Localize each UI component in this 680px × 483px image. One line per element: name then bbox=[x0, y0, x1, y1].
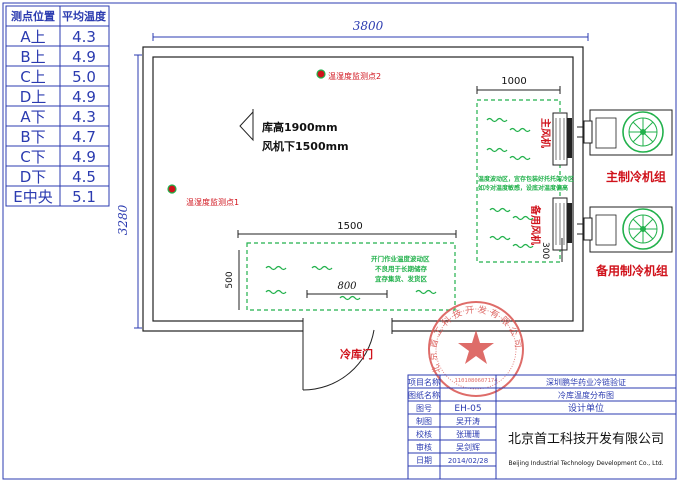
seal-number: 1101080607174 bbox=[454, 378, 498, 384]
table-temp-cell: 4.3 bbox=[72, 28, 96, 46]
table-position-cell: E中央 bbox=[13, 188, 52, 206]
airflow-wave bbox=[486, 117, 508, 123]
tb-project-label: 项目名称 bbox=[408, 377, 440, 387]
title-block bbox=[407, 374, 677, 480]
svg-text:开门作业温度波动区: 开门作业温度波动区 bbox=[371, 254, 430, 263]
airflow-wave bbox=[265, 265, 287, 271]
airflow-wave bbox=[339, 295, 361, 301]
tb-company-en: Beijing Industrial Technology Developmen… bbox=[508, 460, 663, 467]
airflow-wave bbox=[489, 235, 511, 241]
main-fan-label: 主风机 bbox=[539, 118, 552, 148]
backup-fan bbox=[552, 197, 572, 251]
tb-drawing-label: 图纸名称 bbox=[408, 390, 440, 400]
airflow-wave bbox=[486, 147, 508, 153]
tb-checked-label: 校核 bbox=[416, 429, 432, 439]
tb-drawn-label: 制图 bbox=[416, 416, 432, 426]
door-swing-arc bbox=[302, 326, 375, 391]
door-zone-notes: 开门作业温度波动区 不良用于长期储存 宜存集货、发货区 bbox=[371, 254, 430, 283]
sensor-2-label: 温湿度监测点2 bbox=[328, 71, 381, 81]
dim-800-label: 800 bbox=[337, 281, 357, 292]
dim-width-label: 3800 bbox=[353, 19, 384, 33]
airflow-wave bbox=[311, 265, 333, 271]
table-temp-cell: 4.9 bbox=[72, 88, 96, 106]
airflow-wave bbox=[415, 289, 437, 295]
backup-fan-label: 备用风机 bbox=[529, 204, 542, 245]
airflow-wave bbox=[509, 155, 531, 161]
dim-height-label: 3280 bbox=[116, 204, 130, 235]
table-temp-cell: 4.9 bbox=[72, 148, 96, 166]
tb-date-value: 2014/02/28 bbox=[448, 457, 488, 465]
airflow-wave bbox=[265, 289, 287, 295]
tb-checked-value: 张珊珊 bbox=[456, 430, 480, 439]
tb-project-value: 深圳鹏华药业冷链验证 bbox=[546, 377, 626, 387]
airflow-wave bbox=[509, 127, 531, 133]
table-header-position: 测点位置 bbox=[11, 9, 55, 23]
backup-refrigeration-unit bbox=[577, 206, 673, 253]
tb-design-unit-label: 设计单位 bbox=[568, 402, 604, 414]
tb-date-label: 日期 bbox=[416, 456, 432, 465]
main-fan bbox=[552, 112, 572, 166]
dim-500-label: 500 bbox=[225, 271, 235, 288]
door-label: 冷库门 bbox=[340, 347, 373, 361]
main-refrigeration-unit bbox=[577, 109, 673, 156]
table-temp-cell: 5.1 bbox=[72, 188, 96, 206]
table-position-cell: D上 bbox=[20, 88, 47, 106]
fan-zone-notes: 温度波动区，宜存包装好托托架冷区 如冷对温度敏感，设底对温度偏高 bbox=[478, 175, 574, 192]
dim-300-label: 300 bbox=[540, 242, 550, 259]
dim-1500-label: 1500 bbox=[337, 221, 362, 232]
table-temp-cell: 4.3 bbox=[72, 108, 96, 126]
backup-unit-label: 备用制冷机组 bbox=[595, 263, 668, 278]
table-position-cell: B上 bbox=[20, 48, 45, 66]
dim-1000-label: 1000 bbox=[501, 76, 526, 87]
svg-text:宜存集货、发货区: 宜存集货、发货区 bbox=[375, 274, 428, 283]
tb-approved-value: 吴剑辉 bbox=[456, 442, 480, 452]
company-seal: 北京首工科技开发有限公司 1101080607174 bbox=[427, 301, 524, 397]
svg-text:温度波动区，宜存包装好托托架冷区: 温度波动区，宜存包装好托托架冷区 bbox=[478, 175, 574, 183]
table-temp-cell: 4.9 bbox=[72, 48, 96, 66]
table-temp-cell: 4.7 bbox=[72, 128, 96, 146]
table-position-cell: A上 bbox=[20, 28, 45, 46]
table-position-cell: D下 bbox=[20, 168, 47, 186]
tb-approved-label: 审核 bbox=[416, 442, 432, 452]
svg-text:不良用于长期储存: 不良用于长期储存 bbox=[375, 264, 428, 273]
airflow-waves bbox=[265, 117, 534, 301]
svg-text:如冷对温度敏感，设底对温度偏高: 如冷对温度敏感，设底对温度偏高 bbox=[478, 184, 568, 192]
table-position-cell: A下 bbox=[20, 108, 45, 126]
door-gap bbox=[303, 318, 392, 334]
height-marker bbox=[239, 109, 254, 142]
table-header-temp: 平均温度 bbox=[62, 9, 107, 23]
door-zone-boundary bbox=[246, 242, 456, 311]
table-position-cell: B下 bbox=[20, 128, 45, 146]
airflow-wave bbox=[489, 207, 511, 213]
main-unit-label: 主制冷机组 bbox=[606, 169, 666, 184]
tb-company-cn: 北京首工科技开发有限公司 bbox=[508, 431, 664, 447]
sensor-1-label: 温湿度监测点1 bbox=[186, 197, 239, 207]
table-position-cell: C上 bbox=[20, 68, 45, 86]
sensor-1: 温湿度监测点1 bbox=[167, 184, 239, 207]
table-temp-cell: 5.0 bbox=[72, 68, 96, 86]
ceiling-height-label: 库高1900mm bbox=[262, 120, 338, 134]
fan-zone-boundary bbox=[476, 99, 561, 263]
sensor-2: 温湿度监测点2 bbox=[316, 69, 381, 81]
tb-number-label: 图号 bbox=[416, 404, 432, 413]
airflow-wave bbox=[512, 243, 534, 249]
tb-number-value: EH-05 bbox=[454, 404, 481, 414]
airflow-wave bbox=[512, 215, 534, 221]
tb-drawn-value: 吴开涛 bbox=[456, 416, 480, 426]
fan-height-label: 风机下1500mm bbox=[262, 139, 349, 153]
tb-drawing-value: 冷库温度分布图 bbox=[558, 390, 614, 400]
table-temp-cell: 4.5 bbox=[72, 168, 96, 186]
table-position-cell: C下 bbox=[20, 148, 45, 166]
